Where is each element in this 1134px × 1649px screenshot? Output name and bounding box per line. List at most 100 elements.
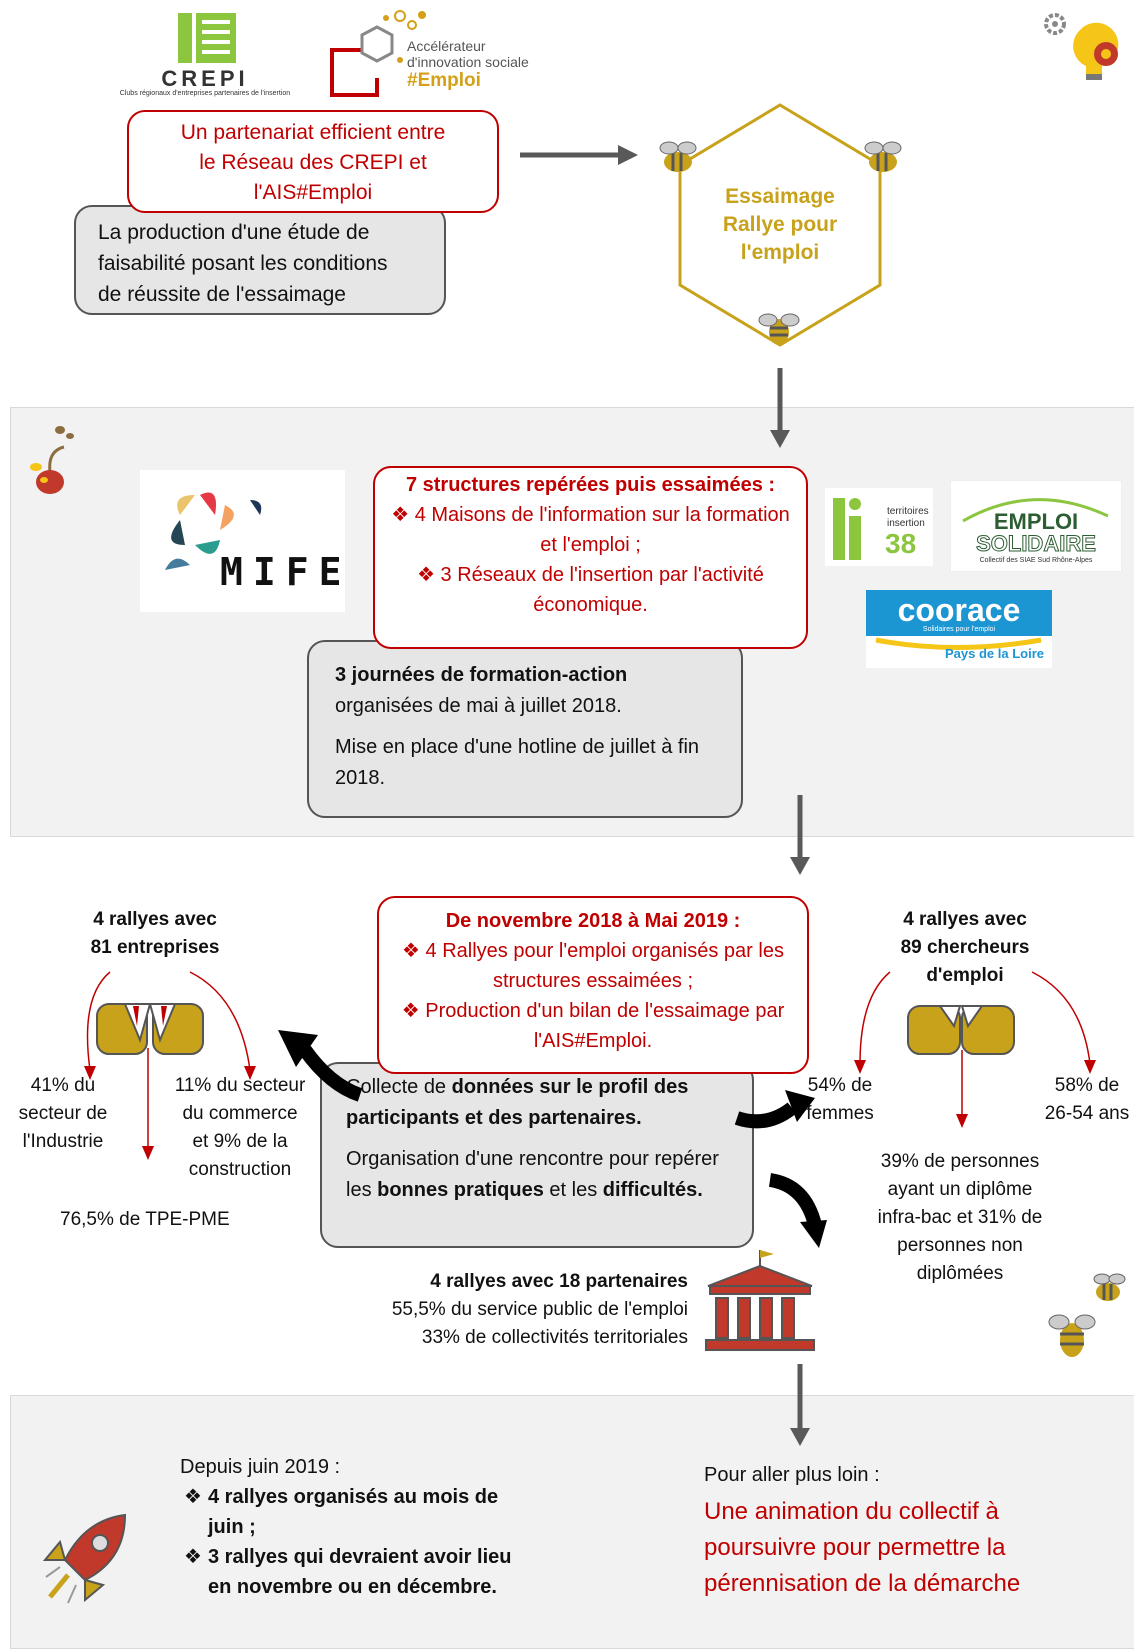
hexagon-molecule-icon bbox=[330, 10, 426, 97]
ti-number: 38 bbox=[885, 528, 917, 559]
further-block: Pour aller plus loin : Une animation du … bbox=[704, 1460, 1124, 1602]
since-june-block: Depuis juin 2019 : ❖ 4 rallyes organisés… bbox=[180, 1452, 580, 1602]
since-item2: ❖ 3 rallyes qui devraient avoir lieu en … bbox=[180, 1542, 580, 1602]
ais-emploi-logo: Accélérateur d'innovation sociale #Emplo… bbox=[322, 0, 587, 125]
further-line2: poursuivre pour permettre la bbox=[704, 1534, 1006, 1561]
further-line1: Une animation du collectif à bbox=[704, 1498, 999, 1525]
coorace-region: Pays de la Loire bbox=[945, 646, 1044, 661]
coorace-bg bbox=[866, 590, 1052, 636]
companies-arrows bbox=[84, 971, 256, 1160]
coorace-sub: Solidaires pour l'emploi bbox=[922, 626, 996, 633]
collect-bold: données sur le profil des participants e… bbox=[346, 1076, 689, 1129]
companies-title-line2: 81 entreprises bbox=[90, 937, 220, 958]
es-line2: SOLIDAIRE bbox=[976, 531, 1097, 557]
coorace-logo: coorace Solidaires pour l'emploi Pays de… bbox=[866, 590, 1052, 668]
item2-line1: 3 rallyes qui devraient avoir lieu bbox=[208, 1546, 512, 1568]
period-item1: ❖ 4 Rallyes pour l'emploi organisés par … bbox=[402, 940, 784, 992]
partnership-box: Un partenariat efficient entre le Réseau… bbox=[127, 110, 499, 213]
hexagon-line2: Rallye pour bbox=[722, 213, 838, 236]
diploma-line4: personnes non bbox=[897, 1235, 1023, 1256]
industry-line3: l'Industrie bbox=[22, 1131, 104, 1152]
commerce-line2: du commerce bbox=[182, 1103, 298, 1124]
emploi-solidaire-logo: EMPLOI SOLIDAIRE Collectif des SIAE Sud … bbox=[950, 480, 1122, 572]
arrow-down-1 bbox=[770, 368, 790, 448]
study-line3: de réussite de l'essaimage bbox=[98, 283, 346, 306]
crepi-emblem bbox=[178, 13, 236, 63]
es-sub: Collectif des SIAE Sud Rhône-Alpes bbox=[979, 557, 1093, 564]
ais-line1: Accélérateur bbox=[407, 38, 486, 54]
curved-arrow-left bbox=[278, 1030, 363, 1102]
institution-building-icon bbox=[705, 1250, 815, 1351]
companies-stat-commerce: 11% du secteur du commerce et 9% de la c… bbox=[160, 1072, 320, 1184]
arrow-down-2 bbox=[790, 795, 810, 875]
coorace-swoosh-icon bbox=[875, 637, 1042, 650]
diamond-bullet-icon: ❖ bbox=[184, 1486, 202, 1508]
partners-title: 4 rallyes avec 18 partenaires bbox=[430, 1271, 688, 1292]
collect-text: Collecte de données sur le profil des pa… bbox=[346, 1072, 734, 1134]
partners-stat1: 55,5% du service public de l'emploi bbox=[391, 1299, 688, 1320]
hexagon-text: Essaimage Rallye pour l'emploi bbox=[700, 183, 860, 267]
meeting-plain1: Organisation d'une rencontre pour repére… bbox=[346, 1148, 719, 1201]
study-line1: La production d'une étude de bbox=[98, 221, 370, 244]
diamond-bullet-icon: ❖ bbox=[184, 1546, 202, 1568]
partnership-line3: l'AIS#Emploi bbox=[253, 181, 373, 204]
mife-logo: MIFE bbox=[140, 470, 345, 612]
bee-icon bbox=[1093, 1273, 1126, 1301]
bee-icon bbox=[1048, 1314, 1096, 1357]
training-rest: organisées de mai à juillet 2018. bbox=[335, 695, 622, 717]
seekers-arrows bbox=[854, 971, 1096, 1128]
seekers-title-line3: d'emploi bbox=[926, 965, 1004, 986]
item1-line2: juin ; bbox=[208, 1516, 256, 1538]
women-line2: femmes bbox=[806, 1103, 874, 1124]
job-seekers-icon bbox=[907, 1005, 1015, 1055]
curved-arrow-right bbox=[734, 1090, 815, 1129]
age-line1: 58% de bbox=[1054, 1075, 1120, 1096]
partnership-line2: le Réseau des CREPI et bbox=[199, 151, 427, 174]
meeting-plain2: et les bbox=[543, 1179, 603, 1201]
training-bold: 3 journées de formation-action bbox=[335, 664, 628, 686]
further-line3: pérennisation de la démarche bbox=[704, 1570, 1021, 1597]
seekers-title-line2: 89 chercheurs bbox=[900, 937, 1030, 958]
es-line1: EMPLOI bbox=[993, 509, 1079, 534]
emploi-solidaire-swoosh-icon bbox=[962, 498, 1109, 523]
feasibility-study-box: La production d'une étude de faisabilité… bbox=[74, 205, 446, 315]
period-title: De novembre 2018 à Mai 2019 : bbox=[445, 910, 741, 932]
rocket-icon bbox=[42, 1513, 127, 1604]
seekers-stat-women: 54% de femmes bbox=[795, 1072, 885, 1128]
partnership-line1: Un partenariat efficient entre bbox=[180, 121, 446, 144]
rallye-period-box: De novembre 2018 à Mai 2019 : ❖ 4 Rallye… bbox=[377, 896, 809, 1074]
seekers-title: 4 rallyes avec 89 chercheurs d'emploi bbox=[870, 906, 1060, 990]
bee-icon bbox=[758, 313, 800, 345]
period-item2: ❖ Production d'un bilan de l'essaimage p… bbox=[401, 1000, 785, 1052]
ti-small1: territoires bbox=[887, 506, 929, 517]
partners-text: 4 rallyes avec 18 partenaires 55,5% du s… bbox=[330, 1268, 688, 1352]
seekers-title-line1: 4 rallyes avec bbox=[903, 909, 1027, 930]
coorace-name: coorace bbox=[897, 592, 1021, 628]
collect-plain: Collecte de bbox=[346, 1076, 452, 1098]
ais-line3: #Emploi bbox=[407, 70, 481, 91]
structures-title: 7 structures repérées puis essaimées : bbox=[405, 474, 776, 496]
territoires-insertion-38-logo: territoires insertion 38 bbox=[825, 488, 933, 566]
arrow-down-3 bbox=[790, 1364, 810, 1446]
companies-title: 4 rallyes avec 81 entreprises bbox=[60, 906, 250, 962]
hexagon-line1: Essaimage bbox=[725, 185, 835, 208]
industry-line2: secteur de bbox=[18, 1103, 108, 1124]
diploma-line3: infra-bac et 31% de bbox=[877, 1207, 1043, 1228]
crepi-name: CREPI bbox=[161, 66, 249, 91]
bee-icon bbox=[864, 141, 902, 172]
partners-stat2: 33% de collectivités territoriales bbox=[421, 1327, 688, 1348]
structures-box: 7 structures repérées puis essaimées : ❖… bbox=[373, 466, 808, 649]
meeting-bold2: difficultés. bbox=[602, 1179, 703, 1201]
meeting-text: Organisation d'une rencontre pour repére… bbox=[346, 1144, 734, 1206]
structures-item2: ❖ 3 Réseaux de l'insertion par l'activit… bbox=[417, 564, 764, 616]
bee-icon bbox=[659, 141, 697, 172]
item2-line2: en novembre ou en décembre. bbox=[208, 1576, 497, 1598]
item1-line1: 4 rallyes organisés au mois de bbox=[208, 1486, 499, 1508]
further-red-text: Une animation du collectif à poursuivre … bbox=[704, 1494, 1124, 1602]
diploma-line2: ayant un diplôme bbox=[887, 1179, 1033, 1200]
lightbulb-gear-icon bbox=[1044, 13, 1119, 80]
diploma-line1: 39% de personnes bbox=[880, 1151, 1040, 1172]
women-line1: 54% de bbox=[807, 1075, 873, 1096]
seekers-stat-age: 58% de 26-54 ans bbox=[1040, 1072, 1134, 1128]
companies-stat-industry: 41% du secteur de l'Industrie bbox=[8, 1072, 118, 1156]
